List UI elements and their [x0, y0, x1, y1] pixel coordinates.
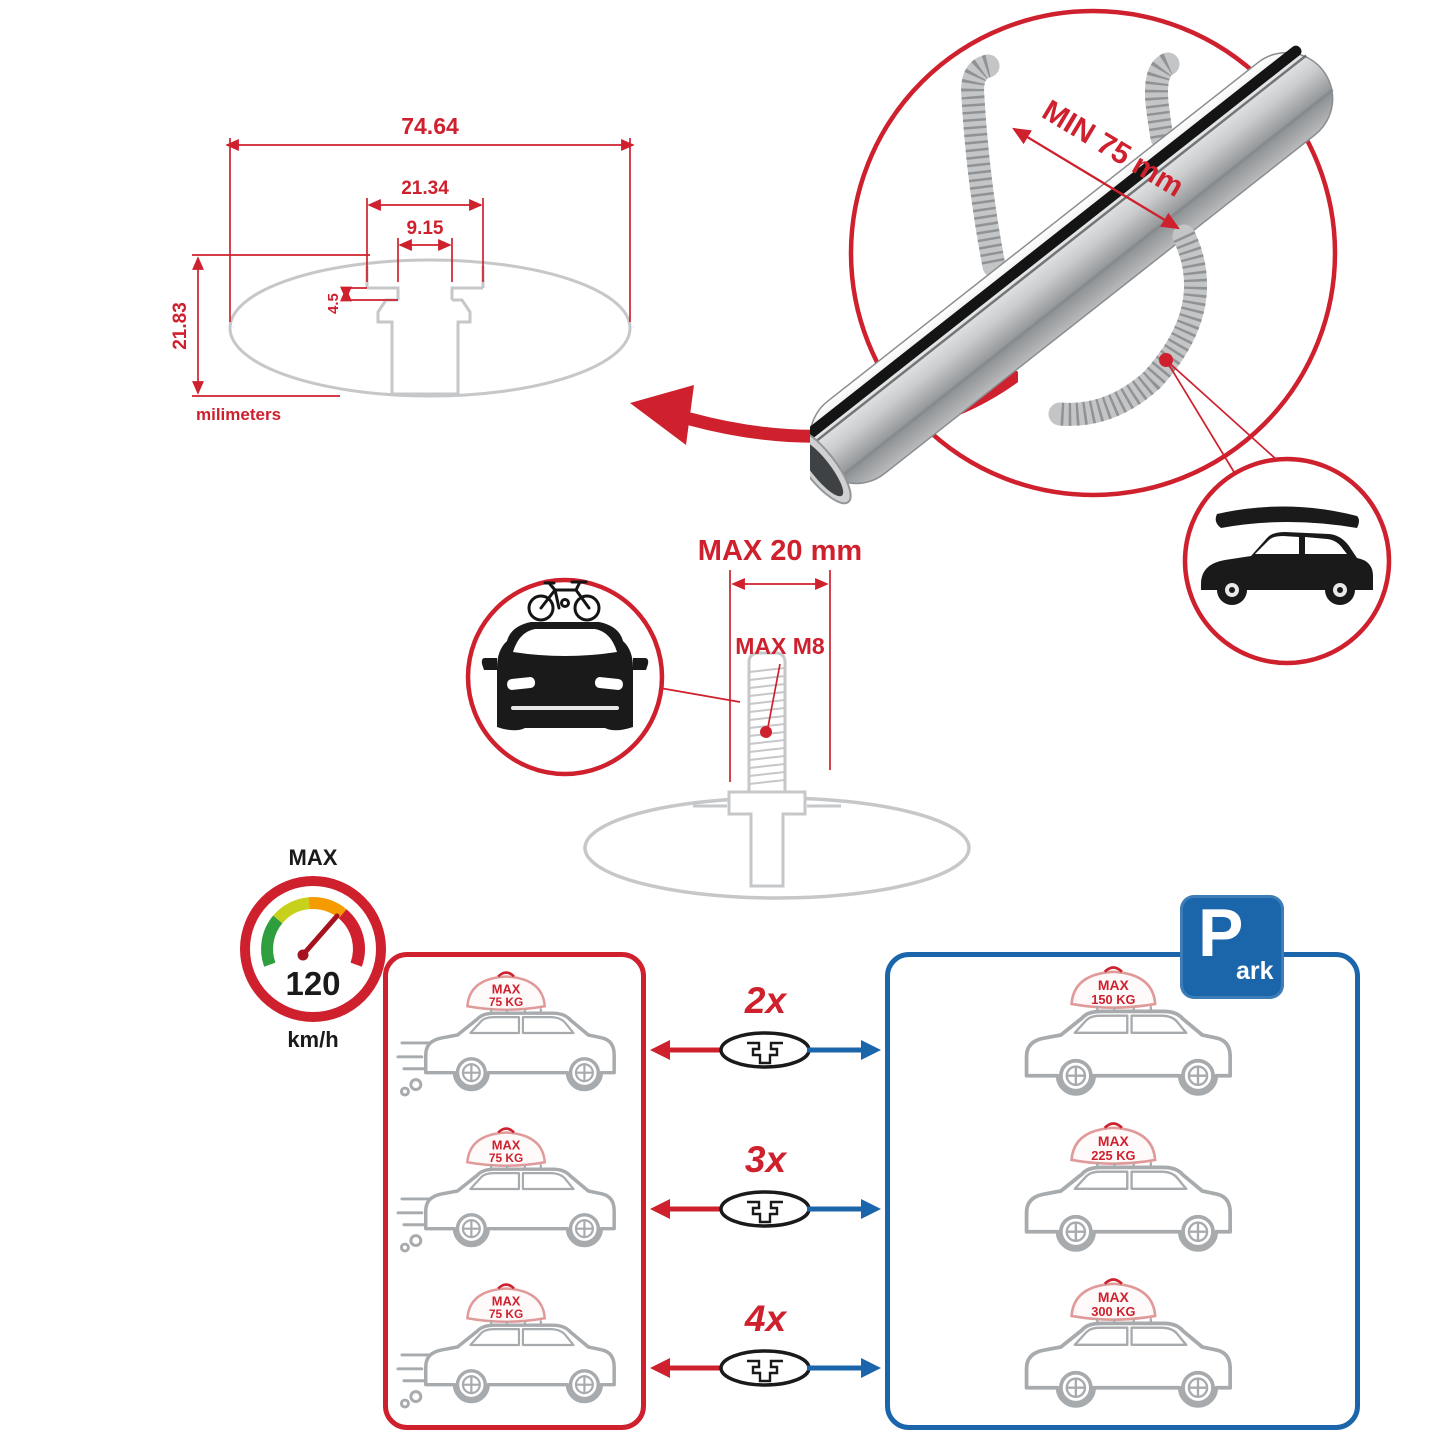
max-length-label: MAX 20 mm: [698, 535, 862, 567]
left-arrow-icon: [650, 1039, 670, 1060]
dim-slot-depth-label: 4.5: [325, 293, 342, 314]
t-slot-profile: [365, 266, 485, 396]
crossbar-count-row: 2x: [647, 979, 884, 1083]
max-thread-label: MAX M8: [735, 633, 825, 659]
bicycle-icon: [527, 580, 601, 622]
crossbar-count-row: 3x: [647, 1139, 884, 1242]
callout-line: [659, 687, 741, 703]
bolt-icon: [727, 651, 807, 888]
suv-with-cargo-bag: MAX 75 KG: [395, 1277, 634, 1409]
left-arrow-icon: [650, 1198, 670, 1219]
pointer-arrow-head: [630, 385, 694, 445]
crossbar-oval-arrows: [650, 1349, 881, 1387]
clamp-strap-front: [1048, 224, 1207, 426]
suv-with-cargo-bag: MAX 75 KG: [395, 1121, 634, 1253]
suv-roofbox-icon: [1201, 506, 1373, 605]
bag-max-label: MAX: [491, 1293, 520, 1308]
dimension-total-width: 74.64: [225, 113, 635, 322]
left-capacity-panel: MAX 75 KG MAX 75 KG MAX 75 KG: [383, 952, 646, 1430]
gauge-arc: [261, 897, 365, 967]
dimension-slot-depth: 4.5: [325, 286, 398, 314]
car-front-icon: [481, 622, 649, 731]
gauge-needle: [298, 913, 340, 960]
zoom-circle: [848, 8, 1338, 498]
suv-with-cargo-bag: MAX 225 KG: [994, 1116, 1252, 1266]
bag-max-label: MAX: [491, 981, 520, 996]
clamp-strap-rear: [961, 52, 1180, 278]
max-thread-callout: MAX M8: [735, 633, 825, 738]
bolt-detail-illustration: MAX 20 mm MAX M8: [465, 535, 971, 900]
crossbar-count-row: 4x: [647, 1299, 884, 1401]
suv-with-cargo-bag: MAX 75 KG: [395, 965, 634, 1097]
bag-weight-label: 75 KG: [488, 1307, 522, 1321]
bag-max-label: MAX: [491, 1137, 520, 1152]
dim-total-height-label: 21.83: [170, 302, 191, 350]
bag-weight-label: 225 KG: [1091, 1148, 1135, 1163]
units-label: milimeters: [196, 405, 281, 424]
max-length-dimension: MAX 20 mm: [698, 535, 862, 782]
speed-max-label: MAX: [289, 845, 338, 870]
bag-max-label: MAX: [1097, 1133, 1129, 1149]
park-sign-suffix: ark: [1236, 957, 1274, 985]
bar-detail-illustration: MIN 75 mm: [810, 8, 1392, 666]
dim-slot-outer-label: 21.34: [401, 178, 449, 199]
dim-slot-inner-label: 9.15: [407, 218, 444, 239]
motion-lines-icon: [395, 1197, 431, 1253]
speed-unit: km/h: [287, 1027, 338, 1052]
multiplier-label: 2x: [744, 979, 787, 1021]
park-sign-letter: P: [1198, 895, 1244, 971]
callout-line: [1165, 359, 1235, 473]
crossbar-oval-arrows: [650, 1030, 881, 1069]
bag-max-label: MAX: [1097, 1289, 1129, 1305]
speedometer: MAX 120 km/h: [240, 845, 386, 1052]
bag-weight-label: 75 KG: [488, 1151, 522, 1165]
dimension-slot-inner-width: 9.15: [397, 218, 453, 282]
speed-value: 120: [285, 965, 340, 1002]
dim-total-width-label: 74.64: [401, 113, 459, 139]
dimension-slot-outer-width: 21.34: [366, 178, 484, 282]
bag-weight-label: 150 KG: [1091, 992, 1135, 1007]
multiplier-label: 3x: [744, 1139, 787, 1181]
suv-with-cargo-bag: MAX 300 KG: [994, 1272, 1252, 1422]
bag-weight-label: 300 KG: [1091, 1304, 1135, 1319]
right-capacity-panel: MAX 150 KG MAX 225 KG MAX 300 KG: [885, 952, 1360, 1430]
right-arrow-icon: [861, 1198, 881, 1219]
bag-max-label: MAX: [1097, 977, 1129, 993]
bag-weight-label: 75 KG: [488, 995, 522, 1009]
aluminum-crossbar: [810, 45, 1334, 505]
bar-profile-ellipse: [228, 258, 632, 398]
suv-with-cargo-bag: MAX 150 KG: [994, 960, 1252, 1110]
multiplier-label: 4x: [744, 1298, 787, 1340]
right-arrow-icon: [861, 1358, 881, 1379]
crossbar-oval-arrows: [650, 1190, 881, 1228]
cross-section-diagram: 74.64 21.34 9.15 4.5 21.83 milimeters: [170, 113, 635, 424]
park-sign: P ark: [1180, 895, 1284, 999]
right-arrow-icon: [861, 1039, 881, 1060]
callout-line: [1165, 359, 1278, 461]
crossbar-count-column: 2x 3x 4x: [646, 952, 885, 1430]
left-arrow-icon: [650, 1358, 670, 1379]
dimension-total-height: 21.83: [170, 254, 370, 397]
